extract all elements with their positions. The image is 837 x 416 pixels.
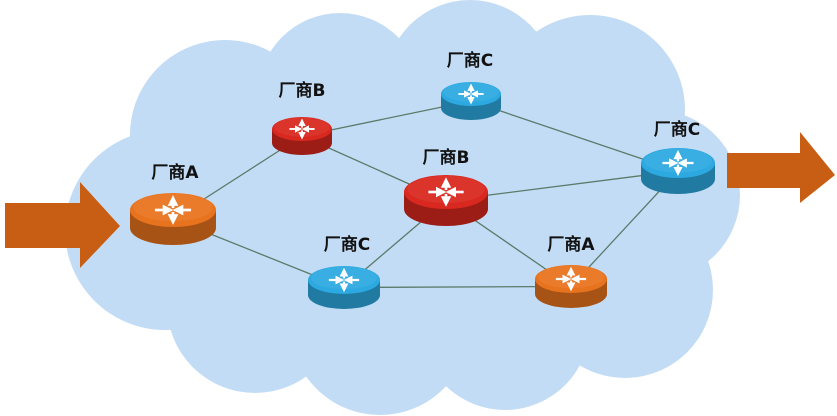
inbound-arrow-icon [5,182,120,268]
router-label: 厂商C [324,234,370,255]
router-node: 厂商A [535,234,607,308]
router-label: 厂商C [447,50,493,71]
router-icon [308,266,380,309]
router-label: 厂商B [279,80,326,101]
router-node: 厂商C [641,119,715,194]
router-label: 厂商B [423,147,470,168]
router-icon [404,175,488,226]
outbound-arrow-icon [727,132,835,203]
router-icon [535,265,607,308]
router-node: 厂商C [308,234,380,309]
router-icon [441,82,501,120]
router-node: 厂商A [130,162,216,245]
router-label: 厂商A [547,234,595,255]
router-node: 厂商B [272,80,332,155]
router-node: 厂商C [441,50,501,120]
router-label: 厂商A [151,162,199,183]
router-node: 厂商B [404,147,488,226]
link-line [343,285,572,289]
router-icon [272,117,332,155]
router-icon [641,148,715,194]
router-icon [130,193,216,245]
router-label: 厂商C [654,119,700,140]
